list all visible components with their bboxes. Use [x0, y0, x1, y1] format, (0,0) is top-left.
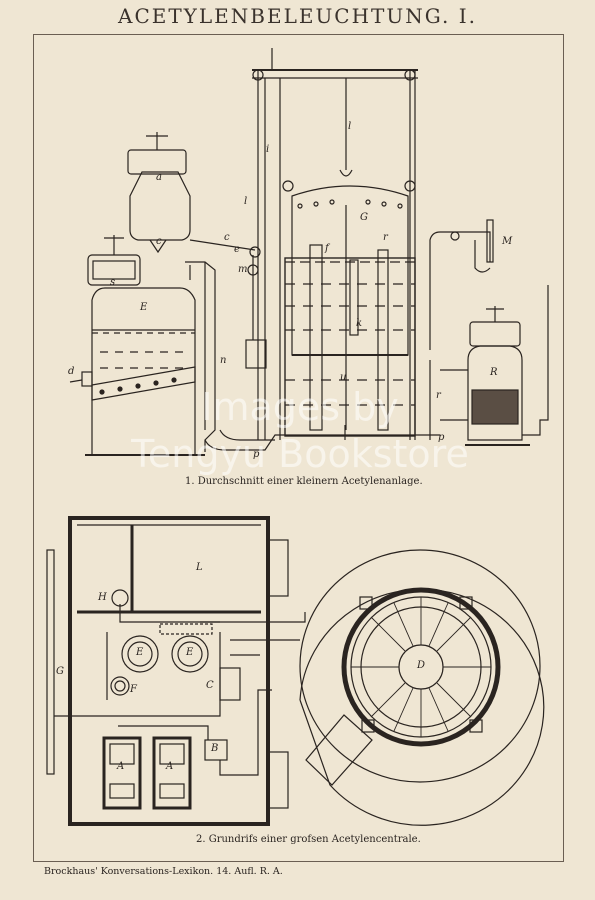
plate-title: ACETYLENBELEUCHTUNG. I. [118, 4, 477, 28]
figure-1-caption: 1. Durchschnitt einer kleinern Acetylena… [185, 476, 423, 487]
gasholder-bell [282, 169, 416, 356]
label-A-2: A [166, 761, 174, 772]
label-A-1: A [117, 761, 125, 772]
label-B: B [211, 743, 219, 754]
label-d: d [68, 366, 75, 377]
label-u: u [340, 372, 347, 383]
label-C: C [206, 680, 214, 691]
label-l: l [348, 121, 352, 132]
label-a: a [156, 172, 162, 183]
label-i: i [266, 144, 270, 155]
label-n: n [220, 355, 227, 366]
label-s: s [110, 277, 116, 288]
label-E-1: E [136, 647, 144, 658]
figure-2-caption: 2. Grundrifs einer grofsen Acetylencentr… [196, 834, 421, 845]
label-G: G [360, 212, 368, 223]
label-m: m [238, 264, 248, 275]
label-e: e [234, 244, 240, 255]
gasholder-frame [252, 48, 418, 440]
label-r-right: r [436, 390, 441, 401]
clamp-s [87, 235, 141, 286]
label-F: F [130, 684, 137, 695]
label-c: c [156, 236, 162, 247]
label-r: r [383, 232, 388, 243]
label-R: R [490, 367, 498, 378]
label-k: k [356, 318, 363, 329]
gasholder-spokes [351, 597, 491, 737]
label-D: D [417, 660, 426, 671]
purifier-r [465, 306, 530, 446]
label-L: L [196, 562, 203, 573]
label-G-plan: G [56, 666, 64, 677]
plate-frame [33, 34, 564, 862]
label-p-right: p [438, 432, 445, 443]
generator-e [69, 287, 205, 456]
label-E: E [140, 302, 148, 313]
label-f: f [325, 243, 329, 254]
carbide-container [127, 132, 191, 254]
label-E-2: E [186, 647, 194, 658]
label-c-valve: c [224, 232, 230, 243]
label-p: p [253, 449, 260, 460]
label-H: H [98, 592, 107, 603]
watermark-line-2: Tengyu Bookstore [131, 432, 469, 476]
label-M: M [502, 236, 513, 247]
label-l-lower: l [244, 196, 248, 207]
watermark-line-1: Images by [201, 385, 399, 429]
publisher-footer: Brockhaus' Konversations-Lexikon. 14. Au… [44, 866, 283, 877]
